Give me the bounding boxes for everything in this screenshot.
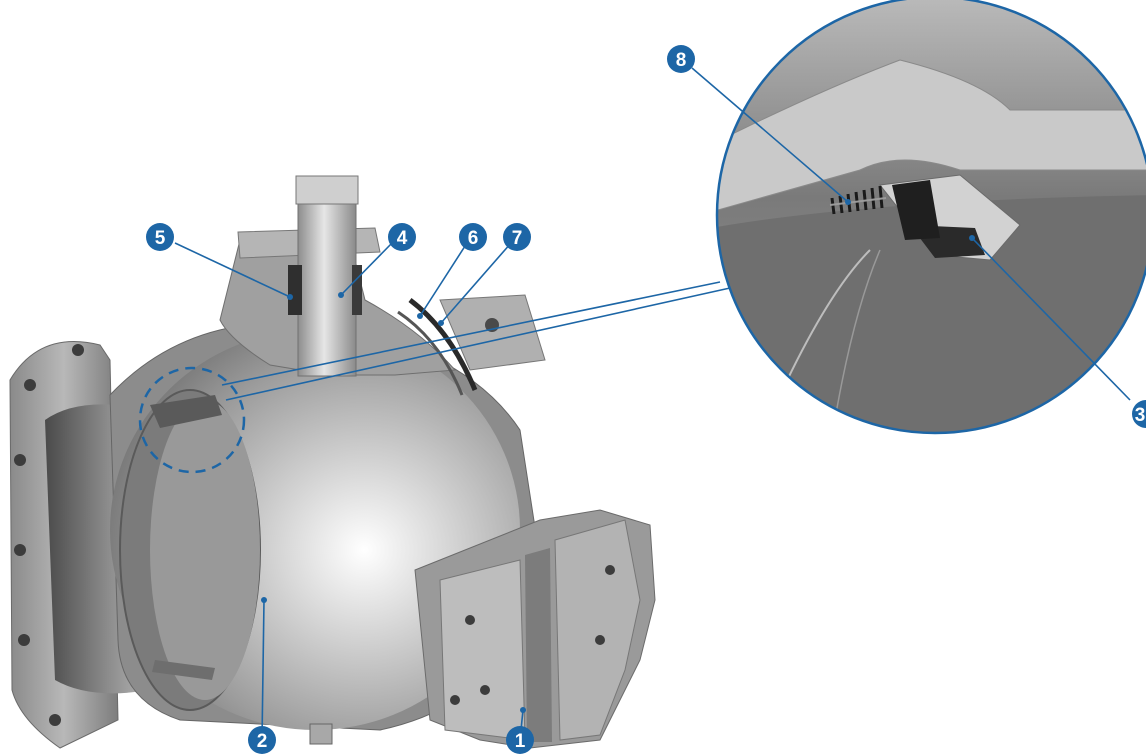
stem <box>297 175 357 377</box>
leader-line-8 <box>691 67 849 203</box>
flange-bolt-holes <box>14 344 84 726</box>
leader-dots <box>261 199 975 713</box>
callout-3-label: 3 <box>1135 405 1146 426</box>
zoom-detail-border <box>715 0 1146 435</box>
bottom-trunnion <box>309 723 333 745</box>
stem-packing <box>288 265 302 315</box>
callout-3: 3 <box>1132 400 1146 428</box>
leader-line-5 <box>174 242 291 298</box>
leader-line-6 <box>419 242 468 317</box>
callout-7-label: 7 <box>512 228 523 249</box>
callout-1: 1 <box>506 726 534 754</box>
leader-line-2 <box>261 599 265 741</box>
seal-ring-upper <box>408 298 478 391</box>
leader-line-3 <box>971 237 1131 401</box>
callouts: 1 2 3 4 5 6 7 8 <box>146 45 1146 754</box>
leader-line-zoom-bottom <box>225 287 731 401</box>
leader-line-4 <box>340 242 393 296</box>
seat-ring-lower <box>152 660 215 680</box>
valve-illustration <box>9 175 656 749</box>
bonnet-ear <box>439 294 546 371</box>
leader-line-7 <box>440 242 512 324</box>
callout-5: 5 <box>146 223 174 251</box>
right-flange-bolt-holes <box>450 565 615 705</box>
callout-8-label: 8 <box>676 50 687 71</box>
callout-2: 2 <box>248 726 276 754</box>
callout-4-label: 4 <box>397 228 408 249</box>
callout-5-label: 5 <box>155 228 166 249</box>
callout-2-label: 2 <box>257 731 268 752</box>
detail-highlight-circle <box>138 366 246 474</box>
callout-4: 4 <box>388 223 416 251</box>
zoom-detail <box>715 0 1146 435</box>
callout-8: 8 <box>667 45 695 73</box>
callout-6: 6 <box>459 223 487 251</box>
leader-line-zoom-top <box>221 281 721 386</box>
leader-lines <box>174 67 1131 741</box>
callout-6-label: 6 <box>468 228 479 249</box>
callout-7: 7 <box>503 223 531 251</box>
callout-1-label: 1 <box>515 731 526 752</box>
